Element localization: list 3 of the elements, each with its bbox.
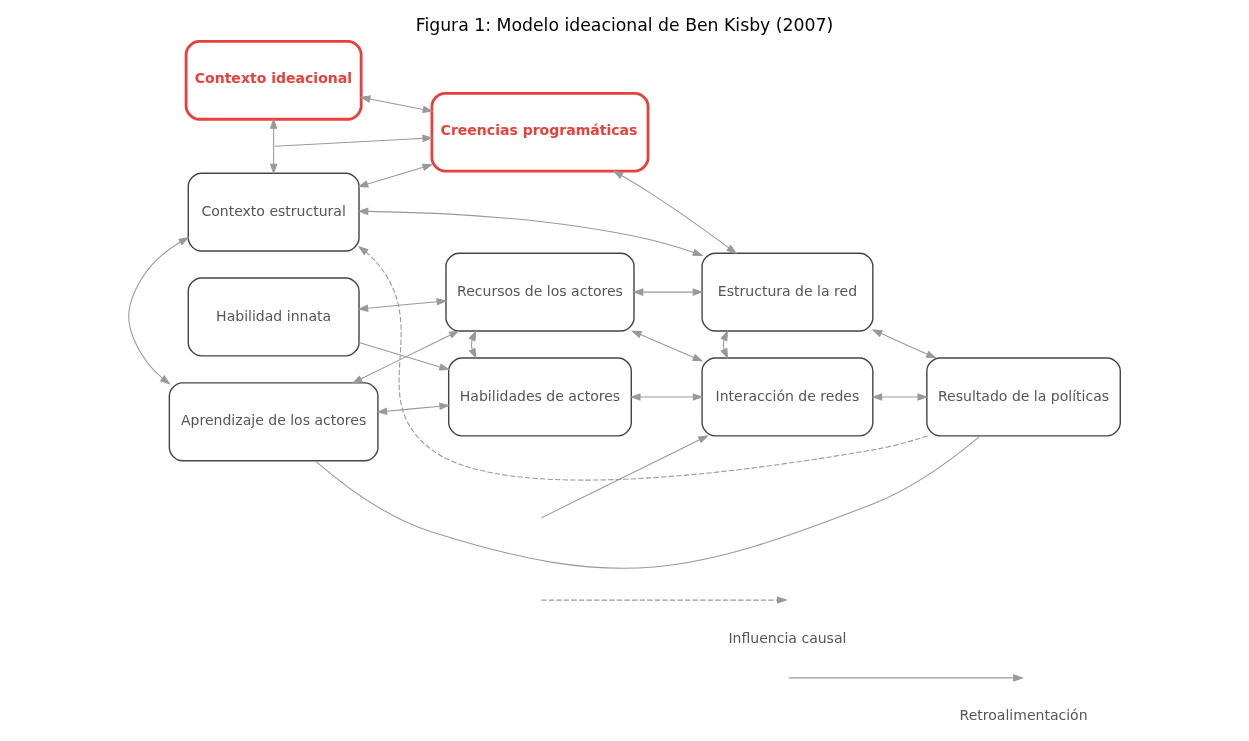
legend-label: Retroalimentación: [959, 706, 1088, 723]
diagram-title: Figura 1: Modelo ideacional de Ben Kisby (2007): [415, 14, 834, 35]
legend-label: Influencia causal: [728, 629, 847, 646]
